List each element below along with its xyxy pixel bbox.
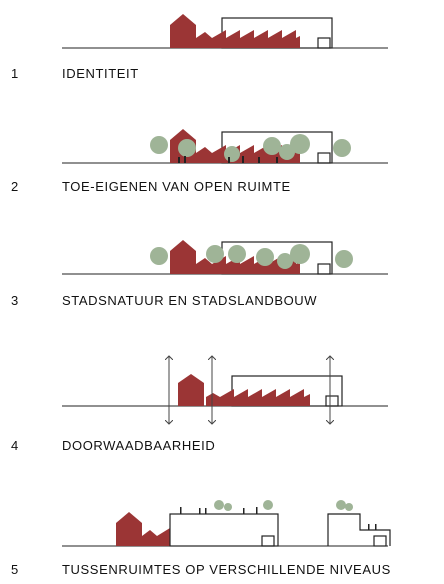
tree (178, 139, 196, 157)
tree (150, 136, 168, 154)
tree (224, 146, 240, 162)
step-number: 4 (11, 438, 19, 453)
step-number: 3 (11, 293, 19, 308)
step-label: DOORWAADBAARHEID (62, 438, 216, 453)
people-figures (178, 156, 278, 163)
tree (150, 247, 168, 265)
diagram-illustration-4 (62, 340, 388, 460)
tree (263, 137, 281, 155)
sawtooth-roof-building (220, 389, 310, 406)
door-outline (373, 535, 387, 547)
red-house (178, 374, 204, 406)
tree (224, 503, 232, 511)
step-label: TUSSENRUIMTES OP VERSCHILLENDE NIVEAUS (62, 562, 391, 577)
tree (214, 500, 224, 510)
diagram-panel-5: 5 TUSSENRUIMTES OP VERSCHILLENDE NIVEAUS (0, 490, 444, 584)
red-house (170, 14, 196, 48)
tree (335, 250, 353, 268)
tree (228, 245, 246, 263)
red-shed (157, 528, 170, 546)
people-figures (180, 507, 377, 530)
tree (263, 500, 273, 510)
tree (345, 503, 353, 511)
sawtooth-roof-building (212, 30, 300, 48)
diagram-illustration-2 (62, 129, 388, 164)
red-small-house (206, 393, 220, 406)
tree (206, 245, 224, 263)
step-label: STADSNATUUR EN STADSLANDBOUW (62, 293, 318, 308)
step-number: 1 (11, 66, 19, 81)
hall-outline (169, 513, 279, 547)
step-label: TOE-EIGENEN VAN OPEN RUIMTE (62, 179, 291, 194)
door-outline (325, 395, 339, 407)
diagram-illustration-5 (62, 500, 391, 547)
red-house (170, 240, 196, 274)
step-number: 2 (11, 179, 19, 194)
step-label: IDENTITEIT (62, 66, 139, 81)
tree (336, 500, 346, 510)
red-small-house (196, 32, 212, 48)
tree (333, 139, 351, 157)
door-outline (317, 263, 331, 275)
red-small-house (142, 530, 157, 546)
tree (290, 244, 310, 264)
diagram-illustration-3 (62, 240, 388, 275)
door-outline (317, 37, 331, 49)
red-small-house (196, 147, 212, 163)
diagram-panel-4: 4 DOORWAADBAARHEID (0, 340, 444, 460)
door-outline (261, 535, 275, 547)
tree (290, 134, 310, 154)
red-house (116, 512, 142, 546)
tree (277, 253, 293, 269)
diagram-panel-3: 3 STADSNATUUR EN STADSLANDBOUW (0, 224, 444, 314)
stepped-building-outline (327, 513, 391, 546)
door-outline (317, 152, 331, 164)
tree (256, 248, 274, 266)
diagram-panel-1: 1 IDENTITEIT (0, 0, 444, 84)
diagram-panel-2: 2 TOE-EIGENEN VAN OPEN RUIMTE (0, 110, 444, 200)
diagram-illustration-1 (62, 14, 388, 49)
red-small-house (196, 258, 212, 274)
step-number: 5 (11, 562, 19, 577)
